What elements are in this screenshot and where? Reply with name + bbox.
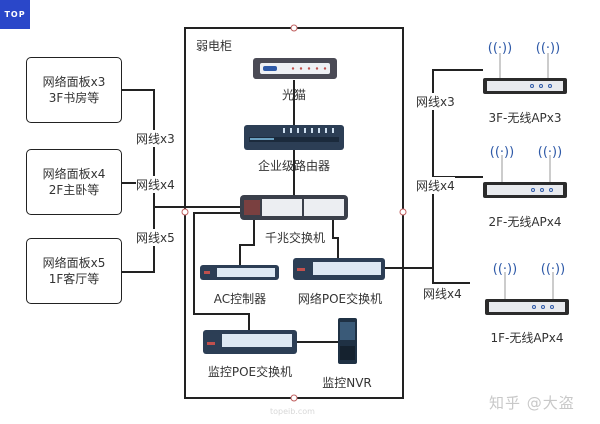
monitor-poe-switch-icon	[203, 330, 297, 354]
panel-3f-subtitle: 3F书房等	[48, 91, 100, 105]
svg-text:((·)): ((·))	[538, 145, 562, 160]
top-badge[interactable]: TOP	[0, 0, 30, 29]
cable-label-ap-1f: 网线x4	[423, 285, 462, 302]
connector-dot	[181, 208, 189, 216]
ap-3f-label: 3F-无线APx3	[488, 111, 562, 125]
panel-1f: 网络面板x5 1F客厅等	[26, 238, 122, 304]
cable-label-ap-3f: 网线x3	[416, 93, 455, 110]
watermark: topeib.com	[270, 407, 315, 416]
router-label: 企业级路由器	[257, 159, 330, 173]
panel-2f-subtitle: 2F主卧等	[48, 183, 100, 197]
panel-1f-subtitle: 1F客厅等	[48, 272, 100, 286]
svg-text:((·)): ((·))	[490, 145, 514, 160]
connector-dot	[399, 208, 407, 216]
network-poe-switch-icon	[293, 258, 385, 280]
ap-3f-icon: ((·)) ((·))	[483, 41, 567, 94]
panel-3f: 网络面板x3 3F书房等	[26, 57, 122, 123]
cable-label-1f: 网线x5	[136, 229, 175, 246]
ap-2f-label: 2F-无线APx4	[488, 215, 562, 229]
ap-1f-icon: ((·)) ((·))	[485, 262, 569, 315]
svg-text:((·)): ((·))	[541, 262, 565, 277]
modem-icon	[253, 58, 337, 79]
cable-label-3f: 网线x3	[136, 130, 175, 147]
svg-text:((·)): ((·))	[536, 41, 560, 56]
network-poe-switch-label: 网络POE交换机	[297, 292, 383, 306]
panel-3f-title: 网络面板x3	[42, 75, 106, 89]
nvr-label: 监控NVR	[322, 376, 372, 390]
panel-2f: 网络面板x4 2F主卧等	[26, 149, 122, 215]
ac-controller-icon	[200, 265, 279, 280]
gigabit-switch-label: 千兆交换机	[264, 231, 325, 245]
gigabit-switch-icon	[240, 195, 348, 220]
monitor-poe-switch-label: 监控POE交换机	[207, 365, 293, 379]
ap-1f-label: 1F-无线APx4	[490, 331, 564, 345]
switch-poe-link	[332, 220, 339, 258]
connector-dot	[290, 394, 298, 402]
cable-label-2f: 网线x4	[136, 176, 175, 193]
panel-1f-title: 网络面板x5	[42, 256, 106, 270]
switch-to-monitor-line	[193, 212, 250, 330]
router-icon	[244, 125, 344, 150]
cabinet-title: 弱电柜	[196, 39, 233, 53]
modem-label: 光猫	[281, 88, 306, 102]
cable-label-ap-2f: 网线x4	[416, 177, 455, 194]
switch-ac-link	[239, 220, 255, 265]
svg-text:((·)): ((·))	[488, 41, 512, 56]
panel-2f-title: 网络面板x4	[42, 167, 106, 181]
connector-dot	[290, 24, 298, 32]
ac-controller-label: AC控制器	[213, 292, 267, 306]
nvr-icon	[338, 318, 357, 364]
author-credit: 知乎 @大盗	[489, 394, 575, 412]
svg-text:((·)): ((·))	[493, 262, 517, 277]
ap-2f-icon: ((·)) ((·))	[483, 145, 567, 198]
